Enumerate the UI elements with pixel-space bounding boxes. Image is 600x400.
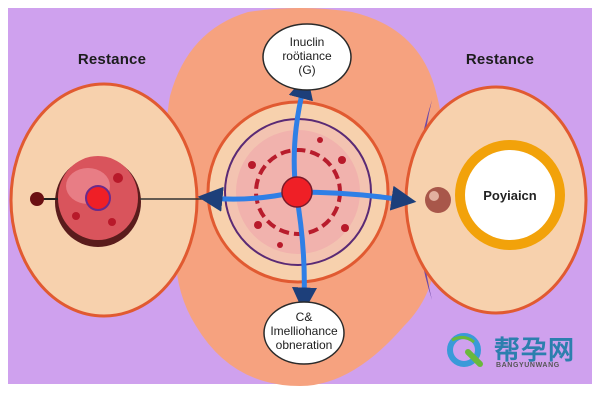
top-bubble-line: roötiance (282, 49, 332, 63)
bottom-bubble-text: C& Imelliohance obneration (262, 310, 346, 352)
logo-icon-leaf (451, 335, 475, 344)
watermark-logo (447, 333, 483, 367)
left-vesicle (72, 212, 80, 220)
center-vesicle (248, 161, 256, 169)
center-vesicle (317, 137, 323, 143)
top-bubble-text: Inuclin roötiance (G) (263, 35, 351, 77)
top-bubble-line: Inuclin (289, 35, 325, 49)
left-vesicle (113, 173, 123, 183)
center-core (281, 176, 313, 208)
top-bubble-line: (G) (298, 63, 316, 77)
bottom-bubble-line: Imelliohance (270, 324, 338, 338)
bottom-bubble (263, 301, 345, 365)
left-cell-title: Restance (77, 51, 147, 68)
left-vesicle (108, 218, 116, 226)
center-vesicle (277, 242, 283, 248)
right-ring-inner (465, 150, 555, 240)
center-vesicle (254, 221, 262, 229)
bottom-bubble-line: C& (295, 310, 313, 324)
right-vesicle (425, 187, 451, 213)
right-vesicle-highlight (429, 191, 439, 201)
left-nucleolus (85, 185, 111, 211)
logo-icon-tail (465, 349, 483, 367)
center-vesicle (338, 156, 346, 164)
watermark-sub: BANGYUNWANG (496, 362, 560, 369)
right-ring-label: Poyiaicn (483, 188, 537, 203)
left-dot (30, 192, 44, 206)
right-cell-title: Restance (465, 51, 535, 68)
bottom-bubble-line: obneration (275, 338, 333, 352)
watermark-brand: 帮孕网 (494, 335, 576, 365)
logo-icon (447, 333, 481, 367)
center-vesicle (341, 224, 349, 232)
top-bubble (262, 23, 352, 91)
